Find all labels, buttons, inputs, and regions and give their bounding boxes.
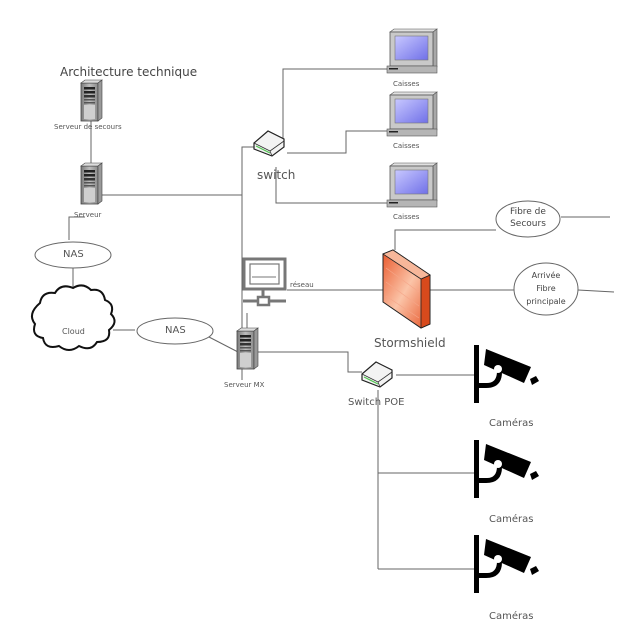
- label-fibre-principale-line2: Fibre: [536, 284, 556, 293]
- server-icon: [80, 162, 103, 205]
- label-caisses-2: Caisses: [393, 142, 420, 150]
- cash-register-pc-icon-3: [386, 162, 438, 208]
- switch-icon: [253, 130, 285, 157]
- label-stormshield: Stormshield: [374, 336, 446, 350]
- cloud-icon: [30, 284, 116, 351]
- link-switch-caisses3: [275, 167, 387, 204]
- label-fibre-principale: Arrivée Fibre principale: [514, 269, 578, 308]
- label-caisses-3: Caisses: [393, 213, 420, 221]
- label-switch: switch: [257, 168, 296, 182]
- network-terminal-icon: [242, 257, 287, 307]
- link-serveur-nas: [68, 216, 85, 240]
- label-cloud: Cloud: [62, 327, 85, 336]
- camera-icon-3: [474, 535, 539, 593]
- label-nas-mid: NAS: [165, 325, 186, 336]
- connections: [68, 68, 615, 570]
- label-fibre-secours-line1: Fibre de: [510, 207, 546, 217]
- label-cameras-2: Caméras: [489, 514, 534, 525]
- link-nas-mx: [208, 336, 239, 353]
- diagram-title: Architecture technique: [60, 65, 198, 79]
- nas-top-ellipse: [34, 241, 112, 269]
- cash-register-pc-icon-2: [386, 91, 438, 137]
- label-cameras-3: Caméras: [489, 611, 534, 622]
- link-mx-switchpoe: [258, 351, 362, 373]
- fibre-principale-ellipse: [513, 262, 579, 316]
- label-switch-poe: Switch POE: [348, 397, 405, 408]
- label-cameras-1: Caméras: [489, 418, 534, 429]
- label-fibre-principale-line1: Arrivée: [531, 271, 561, 280]
- link-fibre-principale-out: [577, 289, 615, 293]
- label-fibre-secours: Fibre de Secours: [496, 206, 560, 230]
- camera-icon-2: [474, 440, 539, 498]
- mx-server-icon: [236, 327, 259, 370]
- label-server: Serveur: [74, 211, 102, 219]
- link-bus-switch: [241, 146, 256, 380]
- link-switch-caisses1: [282, 68, 387, 143]
- backup-server-icon: [80, 79, 103, 122]
- link-switch-caisses2: [287, 130, 387, 154]
- switch-poe-icon: [361, 361, 393, 388]
- cash-register-pc-icon-1: [386, 28, 438, 74]
- camera-icon-1: [474, 345, 539, 403]
- firewall-icon: [382, 249, 431, 329]
- label-mx-server: Serveur MX: [224, 381, 265, 389]
- label-reseau: réseau: [290, 281, 314, 289]
- label-caisses-1: Caisses: [393, 80, 420, 88]
- label-backup-server: Serveur de secours: [54, 123, 122, 131]
- label-nas-top: NAS: [63, 249, 84, 260]
- label-fibre-principale-line3: principale: [526, 297, 566, 306]
- link-firewall-fibre-secours: [394, 229, 496, 250]
- label-fibre-secours-line2: Secours: [510, 219, 546, 229]
- nas-mid-ellipse: [136, 317, 214, 345]
- fibre-secours-ellipse: [495, 200, 561, 238]
